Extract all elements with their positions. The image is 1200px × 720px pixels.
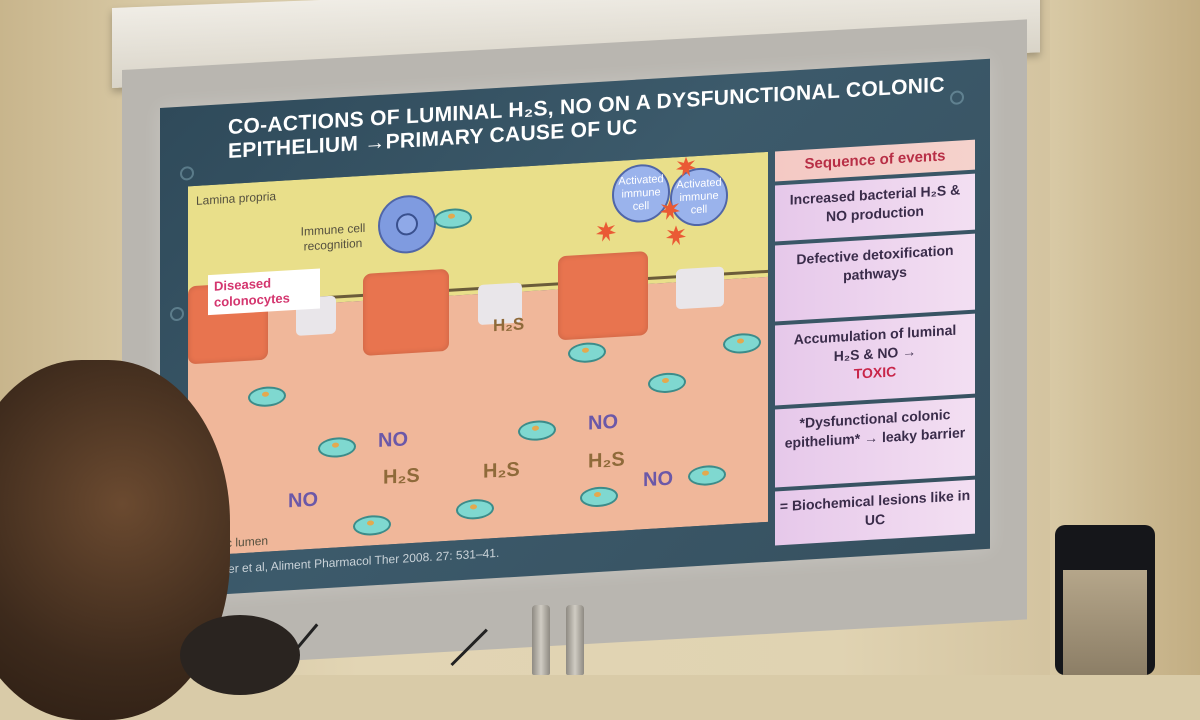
audience-phone xyxy=(1055,525,1155,675)
sequence-step-4: *Dysfunctional colonic epithelium* → lea… xyxy=(775,397,975,488)
molecule-h2s: H₂S xyxy=(483,458,520,483)
immune-cell-nucleus xyxy=(396,212,418,236)
molecule-no: NO xyxy=(643,467,673,492)
sequence-step-1: Increased bacterial H₂S & NO production xyxy=(775,173,975,242)
immune-recognition-label: Immune cell recognition xyxy=(300,220,366,254)
phone-screen xyxy=(1063,570,1147,675)
circuit-decoration xyxy=(180,165,194,181)
audience-head xyxy=(180,615,300,695)
molecule-no: NO xyxy=(588,410,618,435)
molecule-h2s: H₂S xyxy=(493,314,525,336)
circuit-decoration xyxy=(950,90,964,106)
sequence-panel: Sequence of events Increased bacterial H… xyxy=(775,139,975,550)
colonocyte xyxy=(558,251,648,341)
water-bottle xyxy=(566,605,584,675)
diseased-colonocytes-label: Diseased colonocytes xyxy=(208,268,320,316)
sequence-step-3-text: Accumulation of luminal H₂S & NO → xyxy=(793,321,957,364)
projected-slide: CO-ACTIONS OF LUMINAL H₂S, NO ON A DYSFU… xyxy=(160,58,990,599)
molecule-no: NO xyxy=(288,488,318,513)
colonocyte xyxy=(363,268,449,356)
water-bottle xyxy=(532,605,550,675)
circuit-decoration xyxy=(170,306,184,322)
sequence-step-5: = Biochemical lesions like in UC xyxy=(775,479,975,546)
toxic-label: TOXIC xyxy=(853,363,897,382)
epithelium-diagram: Lamina propria Immune cell recognition A… xyxy=(188,151,768,557)
sequence-step-3: Accumulation of luminal H₂S & NO → TOXIC xyxy=(775,313,975,406)
molecule-h2s: H₂S xyxy=(588,448,625,473)
tight-junction-gap xyxy=(676,266,724,310)
sequence-step-2: Defective detoxification pathways xyxy=(775,233,975,322)
molecule-h2s: H₂S xyxy=(383,464,420,489)
molecule-no: NO xyxy=(378,428,408,453)
